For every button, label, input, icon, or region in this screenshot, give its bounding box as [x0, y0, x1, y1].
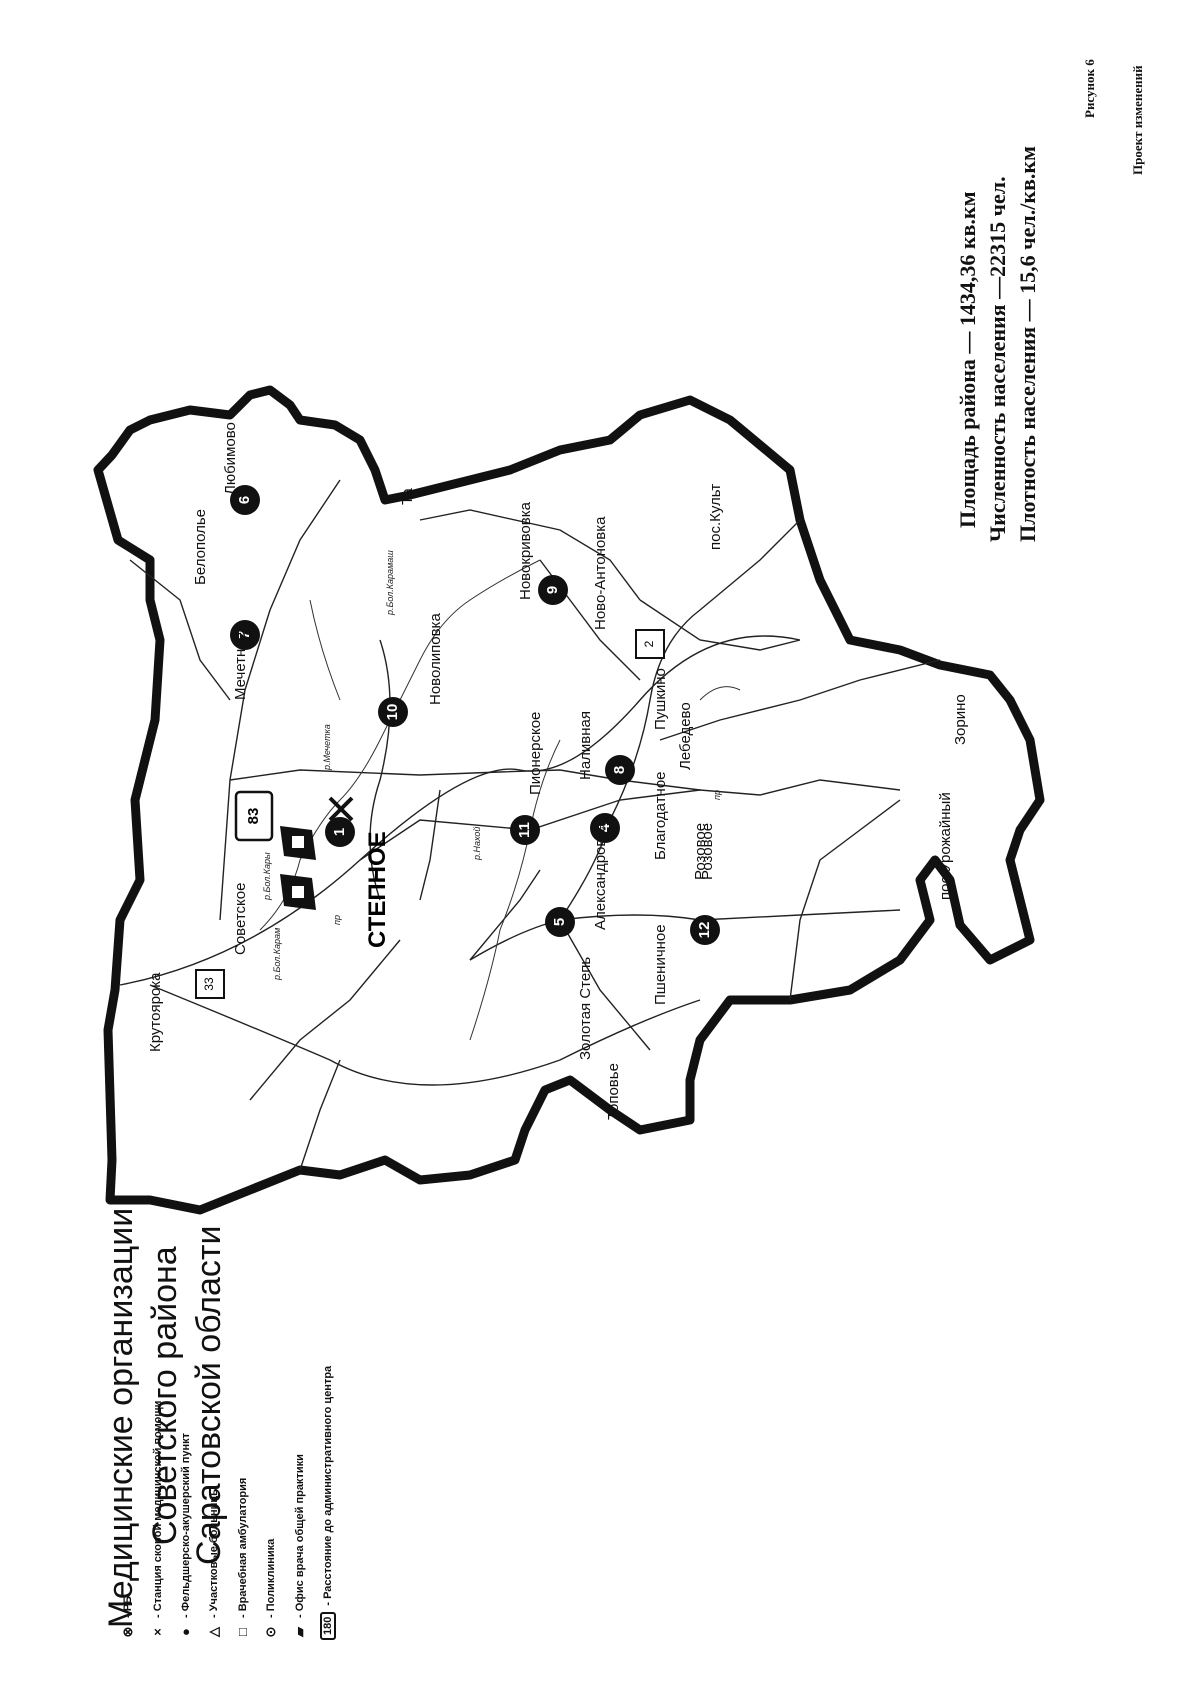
river-label: пр — [332, 915, 342, 925]
settlement-label: Мечетное — [232, 632, 249, 700]
settlement-label: пос.Урожайный — [937, 792, 954, 900]
legend-label: - Поликлиника — [265, 1538, 277, 1618]
feldsher-post-marker: 1 — [325, 817, 355, 847]
feldsher-post-marker: 10 — [378, 697, 408, 727]
river-label: р.Нахой — [472, 827, 482, 861]
feldsher-post-marker: 6 — [230, 485, 260, 515]
distance-box-83: 83 — [234, 790, 274, 842]
legend-item: ● - Фельдшерско-акушерский пункт — [178, 1433, 193, 1640]
legend-label: - Участковые больницы — [208, 1486, 220, 1618]
settlement-label: Белополье — [192, 509, 209, 585]
legend-symbol: 180 — [320, 1611, 336, 1640]
legend-label: - Станция скорой медицинской помощи — [151, 1400, 164, 1618]
svg-text:2: 2 — [642, 640, 656, 647]
settlement-label: Ново-Антоновка — [592, 516, 609, 630]
svg-text:33: 33 — [202, 977, 216, 991]
river-label: р.Бол.Карам — [272, 928, 282, 981]
svg-text:83: 83 — [245, 808, 262, 825]
legend-label: - Фельдшерско-акушерский пункт — [179, 1432, 192, 1618]
feldsher-post-number: 8 — [611, 766, 628, 774]
stats-population: Численность населения —22315 чел. — [985, 176, 1010, 542]
legend-item: ▰ - Офис врача общей практики — [292, 1454, 308, 1640]
legend-label: - Офис врача общей практики — [294, 1454, 306, 1618]
river-label: р.Мечетка — [322, 724, 332, 771]
settlement-label: Золотая Степь — [577, 957, 594, 1060]
legend-item: × - Станция скорой медицинской помощи — [150, 1401, 165, 1640]
feldsher-post-marker: 7 — [230, 620, 260, 650]
feldsher-post-number: 6 — [236, 496, 253, 504]
settlement-label: Лебедево — [677, 702, 694, 770]
settlement-label: Пионерское — [527, 712, 544, 795]
settlement-label: Благодатное — [652, 771, 669, 860]
legend-item: ⊙ - Поликлиника — [263, 1539, 279, 1640]
feldsher-post-number: 4 — [596, 823, 613, 832]
settlement-label: пос.Культ — [707, 484, 724, 550]
distance-box-2: 2 — [635, 629, 665, 659]
feldsher-post-number: 5 — [551, 918, 568, 926]
feldsher-post-number: 11 — [516, 822, 533, 838]
settlement-label: Топовье — [605, 1063, 622, 1120]
settlement-label: Новокривовка — [517, 501, 534, 600]
settlement-label: Та — [399, 488, 416, 505]
legend-symbol: ⊙ — [263, 1626, 278, 1638]
settlement-label: Крутоярока — [147, 972, 164, 1052]
settlement-label: Розовое — [692, 823, 709, 880]
settlement-label: Любимово — [222, 422, 239, 495]
feldsher-post-marker: 5 — [545, 907, 575, 937]
center-label: СТЕПНОЕ — [364, 831, 391, 948]
feldsher-post-number: 10 — [384, 704, 401, 721]
feldsher-post-marker: 12 — [690, 915, 720, 945]
gp-office-icon — [280, 826, 316, 860]
settlement-label: Советское — [232, 883, 249, 955]
settlement-label: Пшеничное — [652, 924, 669, 1005]
settlement-label: Наливная — [577, 711, 594, 780]
legend-item: ⊗ - РБ — [120, 1596, 136, 1640]
feldsher-post-number: 12 — [696, 922, 713, 939]
settlement-label: Пушкино — [652, 668, 669, 730]
legend-symbol: ● — [178, 1628, 193, 1636]
river-label: р.Бол.Кары — [262, 852, 272, 901]
legend-item: 180 - Расстояние до административного цен… — [320, 1366, 336, 1640]
settlement-label: Александровка — [592, 823, 609, 930]
river-label: р.Бол.Карамаш — [385, 550, 395, 616]
feldsher-post-number: 7 — [236, 631, 253, 639]
legend-symbol: ▰ — [292, 1627, 307, 1637]
district-boundary — [93, 385, 1045, 1215]
feldsher-post-number: 1 — [331, 828, 348, 836]
legend-symbol: □ — [235, 1628, 250, 1636]
legend-label: - РБ — [122, 1596, 134, 1618]
legend-symbol: × — [150, 1628, 165, 1636]
ambulance-station-icon — [328, 796, 354, 822]
settlement-label: Зоринo — [952, 694, 969, 745]
stats-area: Площадь района — 1434,36 кв.км — [955, 191, 980, 528]
stats-density: Плотность населения — 15,6 чел./кв.км — [1015, 145, 1040, 542]
feldsher-post-number: 9 — [544, 586, 561, 594]
settlement-label: Новолиповка — [427, 613, 444, 705]
river-label: пр — [712, 790, 722, 800]
feldsher-post-marker: 11 — [510, 815, 540, 845]
legend-label: - Расстояние до административного центра — [322, 1365, 334, 1606]
gp-office-icon — [280, 874, 316, 910]
feldsher-post-marker: 4 — [590, 813, 620, 843]
legend-item: △ - Участковые больницы — [206, 1486, 222, 1640]
feldsher-post-marker: 9 — [538, 575, 568, 605]
feldsher-post-marker: 8 — [605, 755, 635, 785]
distance-box-33: 33 — [195, 969, 225, 999]
legend-symbol: △ — [206, 1627, 221, 1637]
legend-symbol: ⊗ — [120, 1626, 135, 1638]
settlement-label: Розовое — [699, 823, 716, 880]
legend-item: □ - Врачебная амбулатория — [235, 1478, 250, 1640]
legend-label: - Врачебная амбулатория — [236, 1477, 249, 1618]
